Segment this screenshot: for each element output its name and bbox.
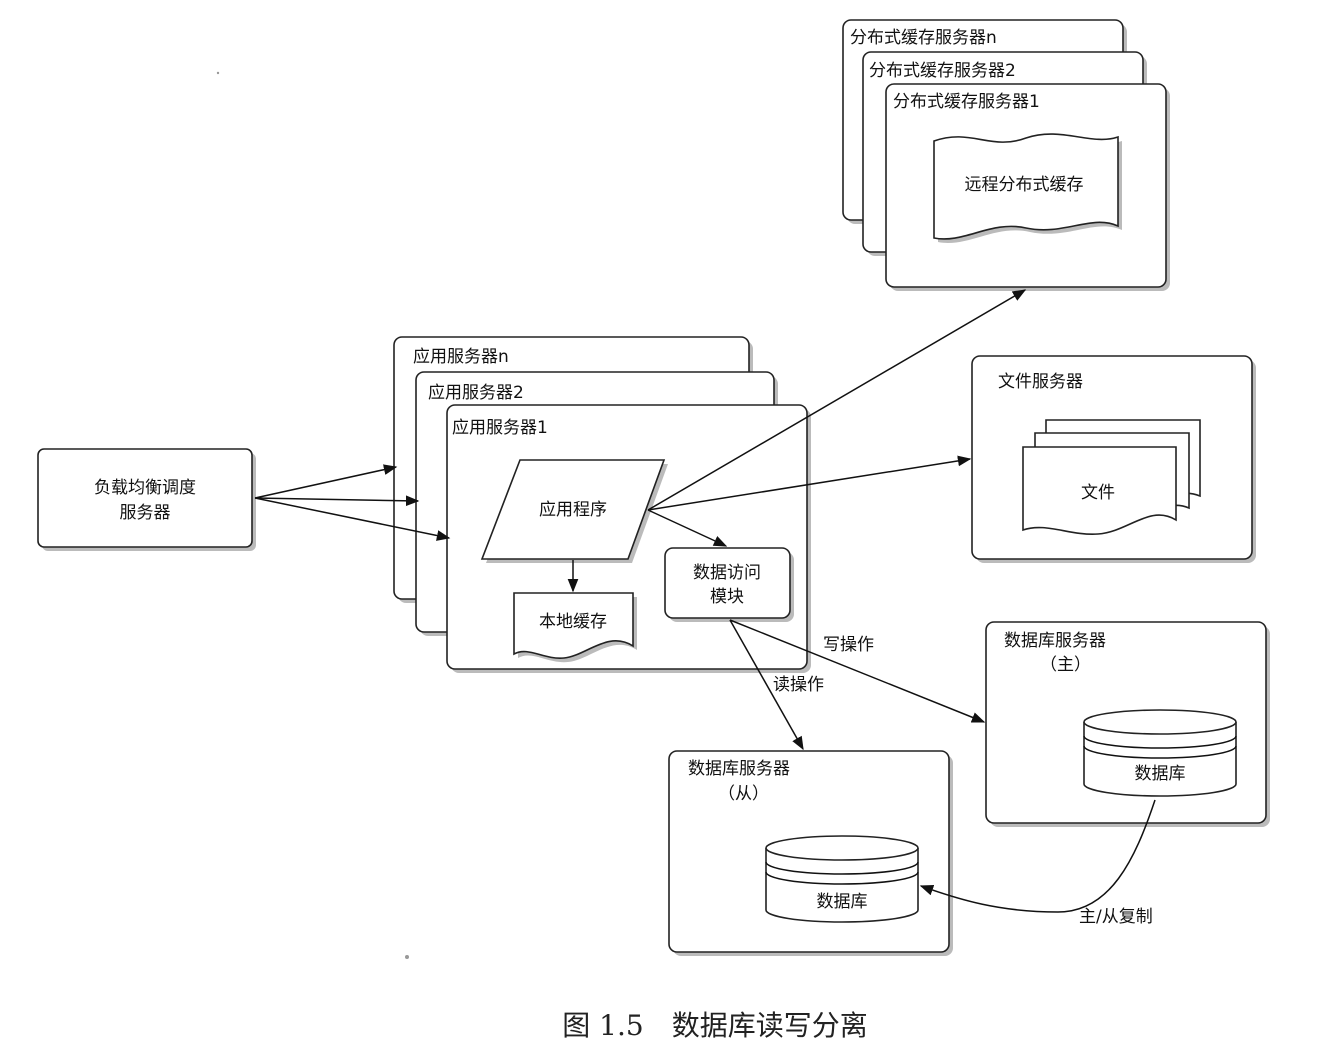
cache-server-n-title: 分布式缓存服务器n [850,28,997,48]
file-server-node: 文件服务器 文件 [971,355,1256,563]
db-master-title: 数据库服务器 [1004,631,1106,651]
app-server-n-title: 应用服务器n [413,347,509,367]
file-sheet-front [1022,446,1177,535]
edge-app-to-remote-cache [647,289,1027,511]
db-slave-title: 数据库服务器 [688,759,790,779]
load-balancer-label-line2: 服务器 [120,503,171,523]
load-balancer-node: 负载均衡调度 服务器 [37,448,256,551]
app-server-1-title: 应用服务器1 [452,418,548,438]
db-master-cylinder [1083,709,1237,797]
edge-lb-to-app-2 [254,495,420,507]
edge-app-to-data-access [647,509,728,547]
data-access-label-line2: 模块 [710,587,744,607]
edge-lb-to-app-1 [254,497,451,541]
db-master-server: 数据库服务器 （主） 数据库 [985,621,1270,827]
file-server-title: 文件服务器 [998,372,1083,392]
data-access-node: 数据访问 模块 [664,547,794,622]
edge-label-read: 读操作 [773,675,824,695]
edge-replication [919,799,1156,913]
figure-caption: 图 1.5 数据库读写分离 [562,1009,867,1042]
db-slave-cylinder [765,835,919,923]
load-balancer-label-line1: 负载均衡调度 [94,478,196,498]
remote-cache-node: 远程分布式缓存 [933,133,1122,243]
edge-write [729,619,986,723]
db-slave-db-label: 数据库 [817,892,868,912]
edge-label-replication: 主/从复制 [1079,907,1153,927]
speck [216,71,220,75]
db-slave-server: 数据库服务器 （从） 数据库 [668,750,953,956]
db-master-db-label: 数据库 [1135,764,1186,784]
edge-app-to-file-server [647,455,972,511]
data-access-label-line1: 数据访问 [693,563,761,583]
edge-read [729,619,804,751]
edge-label-write: 写操作 [823,635,874,655]
db-master-role: （主） [1040,655,1091,675]
remote-cache-label: 远程分布式缓存 [965,175,1084,195]
cache-server-2-title: 分布式缓存服务器2 [869,61,1016,81]
local-cache-label: 本地缓存 [539,612,607,632]
edge-lb-to-app-n [254,464,398,499]
application-node: 应用程序 [480,459,668,563]
application-label: 应用程序 [539,500,607,520]
speck [405,955,409,959]
app-server-2-title: 应用服务器2 [428,383,524,403]
file-label: 文件 [1081,483,1115,503]
cache-server-1-title: 分布式缓存服务器1 [893,92,1040,112]
local-cache-node: 本地缓存 [513,592,637,663]
db-slave-role: （从） [718,784,769,804]
